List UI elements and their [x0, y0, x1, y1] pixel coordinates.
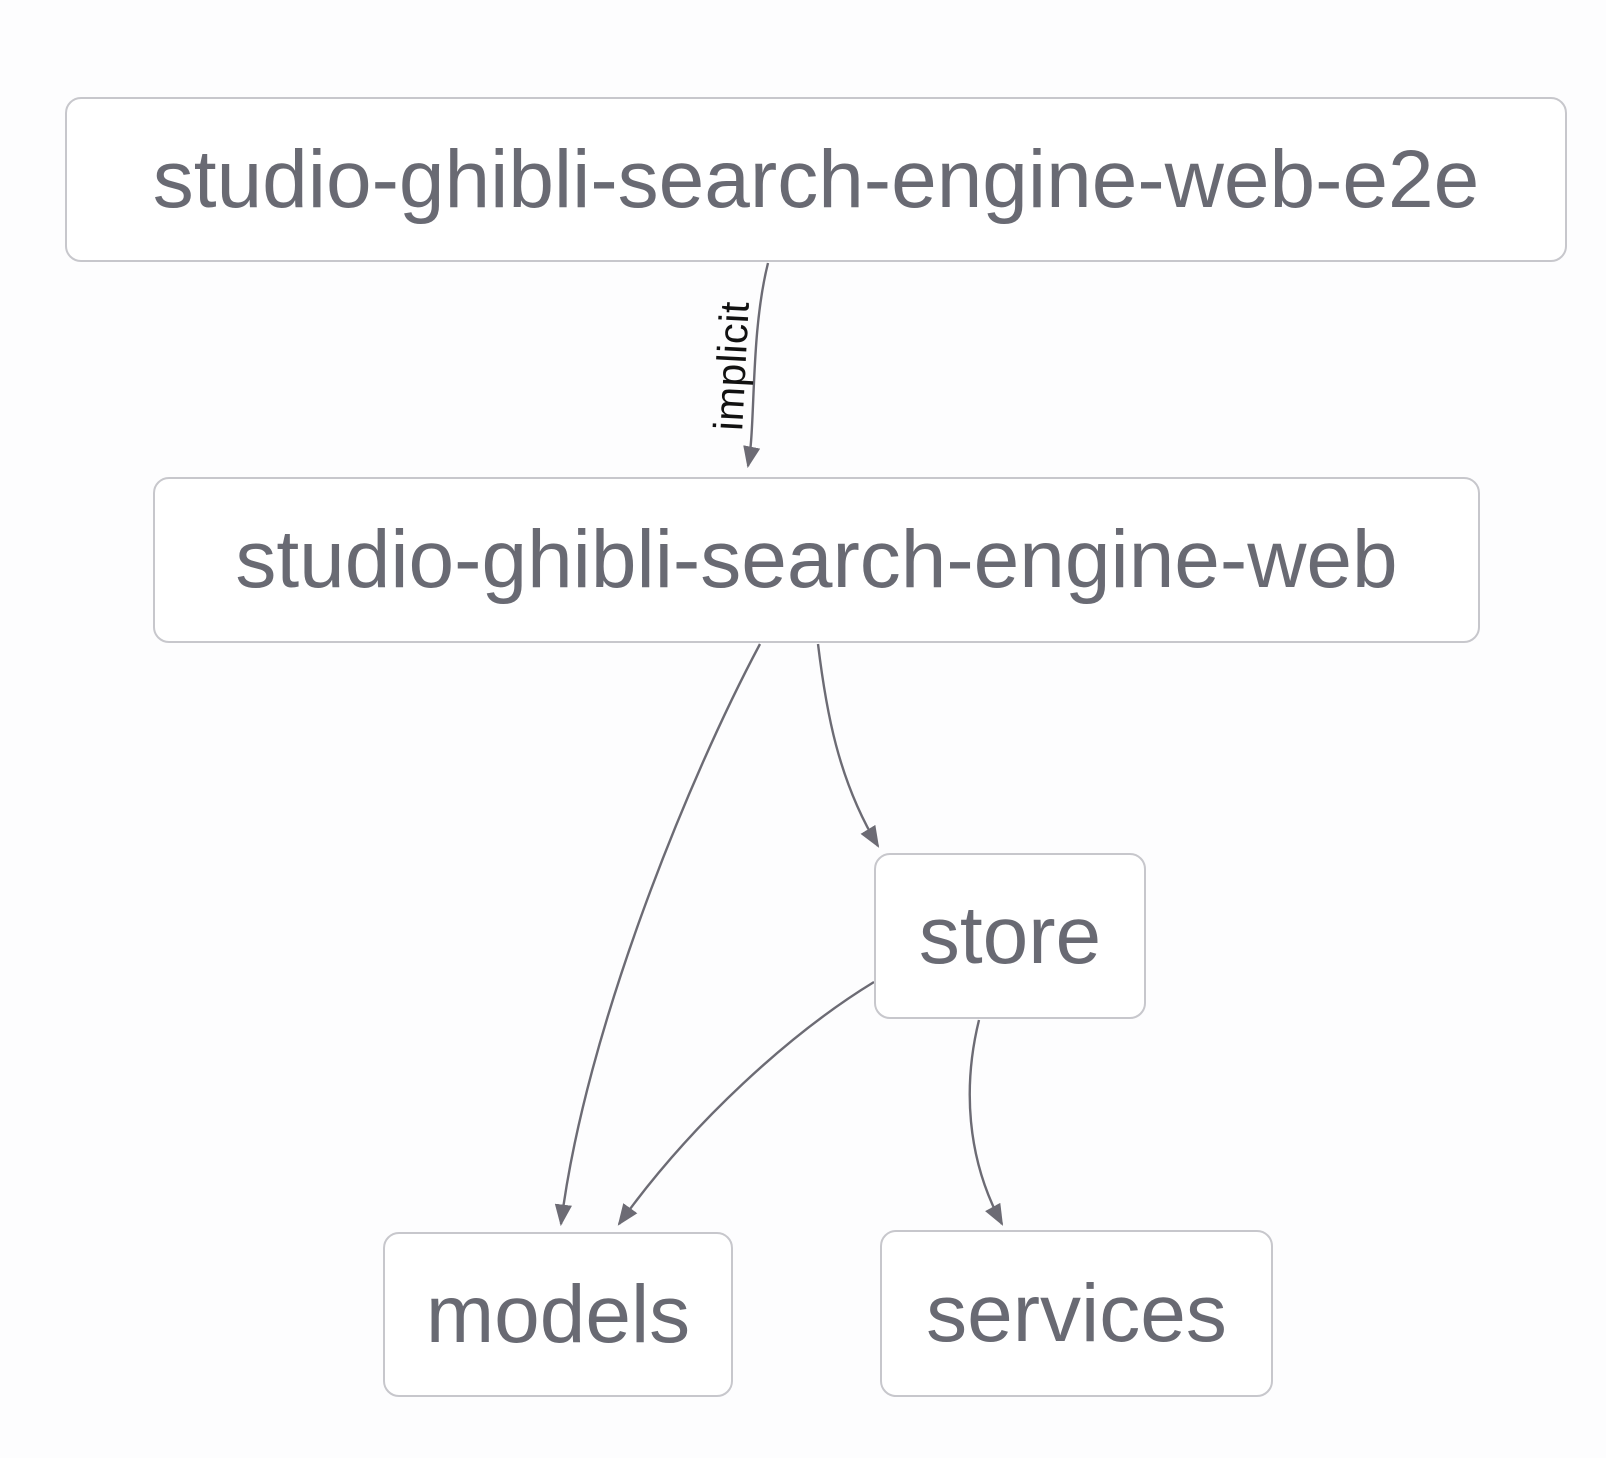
edge-store-to-models [617, 980, 875, 1226]
edge-web-to-models [554, 643, 762, 1227]
edge-label-implicit: implicit [705, 300, 758, 432]
node-label: studio-ghibli-search-engine-web [235, 514, 1398, 605]
node-label: studio-ghibli-search-engine-web-e2e [152, 133, 1480, 225]
node-label: store [918, 890, 1102, 981]
node-label: models [425, 1268, 691, 1360]
node-services[interactable]: services [880, 1230, 1273, 1397]
node-label: services [926, 1267, 1227, 1359]
node-studio-ghibli-search-engine-web[interactable]: studio-ghibli-search-engine-web [153, 477, 1480, 643]
edge-e2e-to-web [743, 262, 770, 469]
node-models[interactable]: models [383, 1232, 733, 1397]
node-studio-ghibli-search-engine-web-e2e[interactable]: studio-ghibli-search-engine-web-e2e [65, 97, 1567, 262]
edge-store-to-services [968, 1019, 1004, 1226]
node-store[interactable]: store [874, 853, 1146, 1019]
edge-web-to-store [816, 643, 880, 848]
